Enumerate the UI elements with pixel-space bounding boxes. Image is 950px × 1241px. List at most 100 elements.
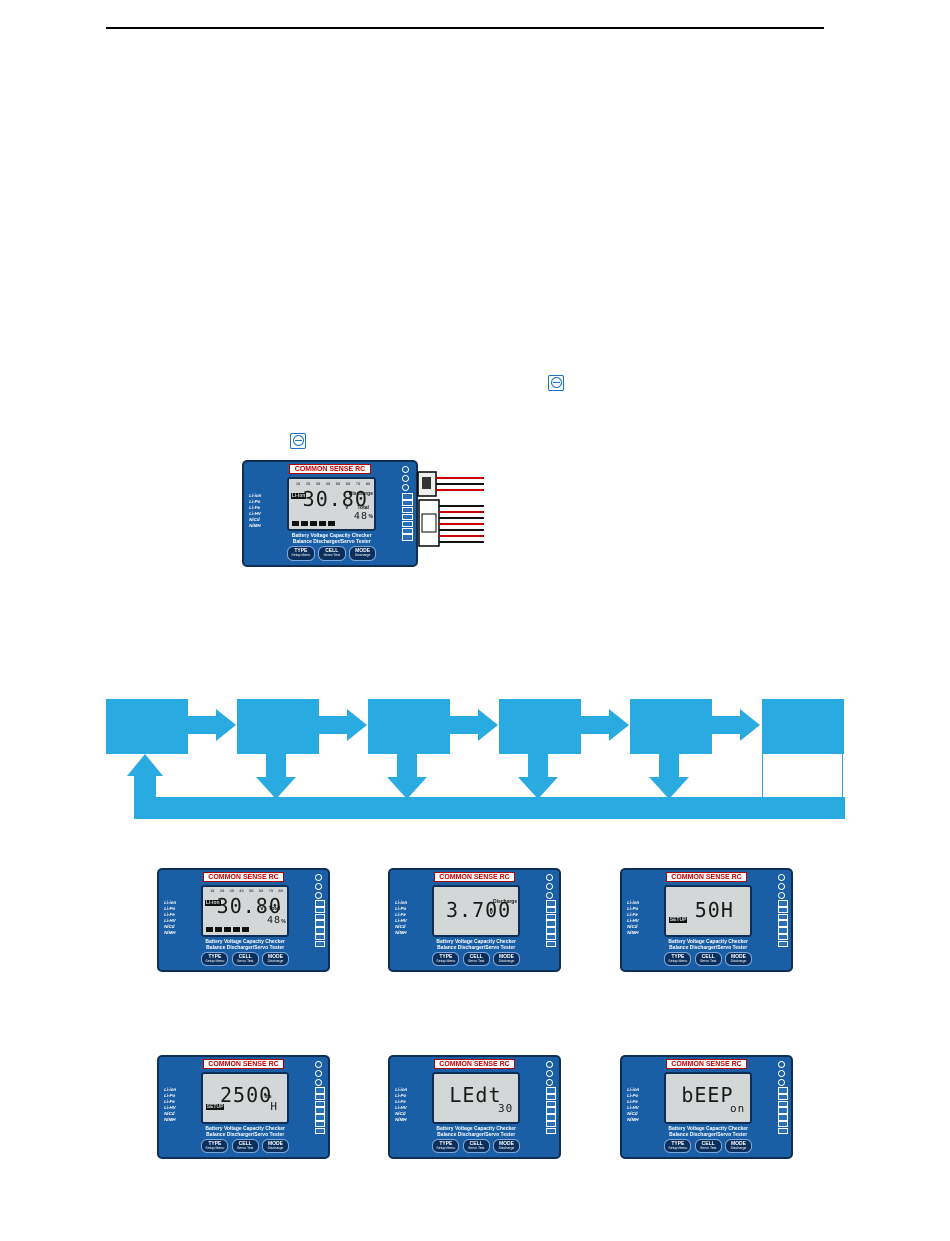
flow-box-4 — [499, 699, 581, 754]
voltage-readout: 30.80 — [302, 486, 368, 511]
servo-pins — [777, 1061, 788, 1088]
voltage-readout: 30.80 — [216, 894, 282, 919]
capacity-bars — [205, 927, 249, 933]
voltage-readout: 3.700 — [445, 897, 512, 922]
total-tag: Total — [268, 906, 281, 913]
lcd-screen: bEEP on — [664, 1072, 753, 1124]
flow-box-5 — [630, 699, 712, 754]
brand-label: COMMON SENSE RC — [202, 872, 285, 882]
balance-port — [314, 1087, 325, 1137]
servo-pins — [777, 874, 788, 901]
capacity-bars — [291, 521, 335, 527]
flow-arrow-right-1 — [216, 709, 236, 741]
flow-return-bar — [134, 797, 845, 819]
unit-v: v — [260, 906, 264, 913]
checker-device-screen-2: COMMON SENSE RC 3.700 v Discharge Li-ion… — [388, 868, 561, 972]
type-badge: Li-ion — [290, 493, 307, 500]
flow-return-stem — [134, 775, 156, 799]
page-top-rule — [106, 27, 824, 29]
balance-port — [777, 900, 788, 950]
servo-pins — [545, 1061, 556, 1088]
setup-badge: SETUP — [205, 1103, 225, 1110]
brand-label: COMMON SENSE RC — [665, 1059, 748, 1069]
percent-readout: 48 — [353, 510, 368, 522]
flow-arrow-right-2 — [347, 709, 367, 741]
flow-stem-down-4 — [528, 754, 548, 778]
brand-label: COMMON SENSE RC — [433, 872, 516, 882]
total-tag: Total — [357, 505, 369, 512]
percent-unit: % — [281, 918, 286, 925]
setting-readout: 50H — [694, 897, 734, 922]
unit-v: v — [489, 910, 493, 917]
balance-lead-connector — [417, 471, 484, 547]
unit-v: v — [345, 505, 349, 512]
flow-box-3 — [368, 699, 450, 754]
brand-label: COMMON SENSE RC — [202, 1059, 285, 1069]
setting-readout: bEEP — [681, 1082, 734, 1107]
flow-arrow-down-3 — [387, 777, 427, 799]
minus-terminal-icon — [548, 375, 564, 391]
setting-sub: 30 — [497, 1101, 514, 1115]
type-badge: Li-ion — [204, 900, 221, 907]
flow-connector-4 — [581, 716, 611, 734]
servo-pins — [402, 466, 412, 493]
discharge-tag: Discharge — [348, 491, 373, 498]
flow-box-1 — [106, 699, 188, 754]
discharge-tag: Discharge — [492, 898, 518, 905]
balance-port — [777, 1087, 788, 1137]
flow-stem-down-2 — [266, 754, 286, 778]
brand-label: COMMON SENSE RC — [665, 872, 748, 882]
balance-port — [545, 900, 556, 950]
flow-arrow-down-2 — [256, 777, 296, 799]
flow-arrow-right-3 — [478, 709, 498, 741]
brand-label: COMMON SENSE RC — [433, 1059, 516, 1069]
balance-port — [545, 1087, 556, 1137]
balance-port — [402, 492, 413, 545]
flow-arrow-right-5 — [740, 709, 760, 741]
lcd-screen: LEdt 30 — [432, 1072, 521, 1124]
setup-badge: SETUP — [668, 916, 688, 923]
flow-arrow-right-4 — [609, 709, 629, 741]
flow-connector-2 — [319, 716, 349, 734]
flow-stem-down-5 — [659, 754, 679, 778]
